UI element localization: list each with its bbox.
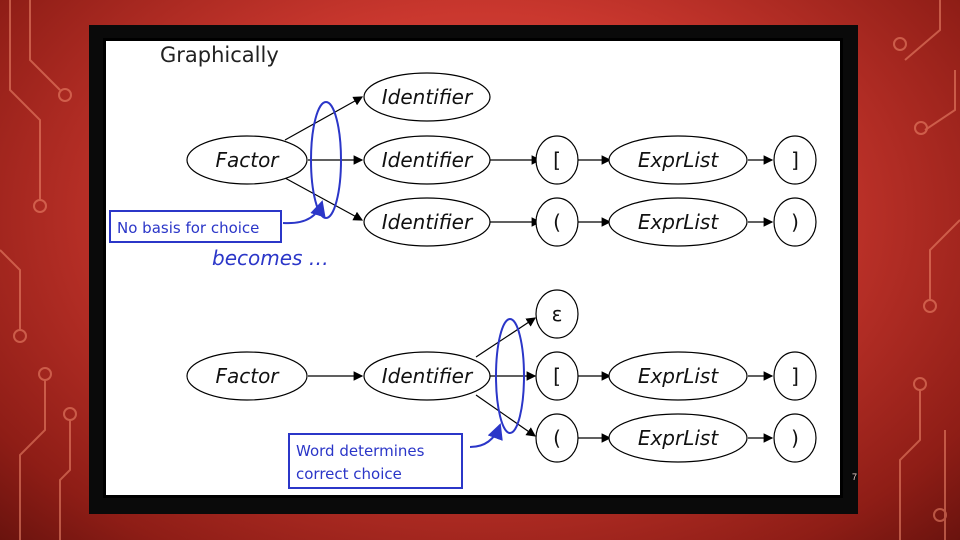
bottom-label-rbracket: ] (791, 364, 799, 388)
bottom-label-epsilon: ε (552, 302, 563, 326)
top-label-identifier-1: Identifier (382, 85, 474, 109)
top-label-lparen: ( (553, 210, 561, 234)
bottom-choice-highlight (495, 318, 525, 434)
top-node-factor (186, 135, 308, 185)
top-label-identifier-2: Identifier (382, 148, 474, 172)
bottom-callout-text-line1: Word determines (296, 442, 425, 460)
top-choice-highlight (310, 101, 342, 219)
top-node-exprlist-2 (608, 197, 748, 247)
bottom-node-identifier (363, 351, 491, 401)
bottom-edge-identifier-epsilon (475, 317, 537, 358)
becomes-text: becomes … (212, 246, 329, 270)
slide-number: 7 (852, 472, 858, 482)
top-label-lbracket: [ (553, 148, 561, 172)
bottom-callout-arrow (469, 423, 503, 448)
bottom-node-lparen (535, 413, 579, 463)
top-label-factor: Factor (215, 148, 280, 172)
bottom-label-identifier: Identifier (382, 364, 474, 388)
bottom-node-lbracket (535, 351, 579, 401)
bottom-label-exprlist-1: ExprList (638, 364, 720, 388)
bottom-label-rparen: ) (791, 426, 799, 450)
bottom-label-factor: Factor (215, 364, 280, 388)
bottom-edge-identifier-lparen (475, 394, 536, 437)
top-node-rparen (773, 197, 817, 247)
top-edge-factor-identifier-1 (284, 96, 364, 141)
top-label-rparen: ) (791, 210, 799, 234)
bottom-node-epsilon (535, 289, 579, 339)
bottom-node-exprlist-1 (608, 351, 748, 401)
top-diagram: Factor Identifier Identifier Identifier … (109, 72, 817, 247)
top-label-rbracket: ] (791, 148, 799, 172)
bottom-label-exprlist-2: ExprList (638, 426, 720, 450)
top-node-lparen (535, 197, 579, 247)
top-node-exprlist-1 (608, 135, 748, 185)
top-label-exprlist-2: ExprList (638, 210, 720, 234)
top-label-identifier-3: Identifier (382, 210, 474, 234)
top-node-lbracket (535, 135, 579, 185)
slide-heading: Graphically (160, 43, 279, 67)
bottom-diagram: Factor Identifier ε [ ExprList ] ( ExprL… (186, 289, 817, 489)
top-node-identifier-2 (363, 135, 491, 185)
bottom-label-lparen: ( (553, 426, 561, 450)
top-edge-factor-identifier-3 (284, 177, 364, 221)
bottom-node-rparen (773, 413, 817, 463)
top-callout-arrow (282, 200, 326, 225)
bottom-node-exprlist-2 (608, 413, 748, 463)
bottom-callout-box (288, 433, 463, 489)
bottom-callout-text-line2: correct choice (296, 465, 402, 483)
top-node-identifier-3 (363, 197, 491, 247)
top-callout-text: No basis for choice (117, 219, 259, 237)
bottom-node-factor (186, 351, 308, 401)
bottom-label-lbracket: [ (553, 364, 561, 388)
bottom-node-rbracket (773, 351, 817, 401)
top-label-exprlist-1: ExprList (638, 148, 720, 172)
top-node-rbracket (773, 135, 817, 185)
top-callout-box (109, 210, 282, 243)
top-node-identifier-1 (363, 72, 491, 122)
